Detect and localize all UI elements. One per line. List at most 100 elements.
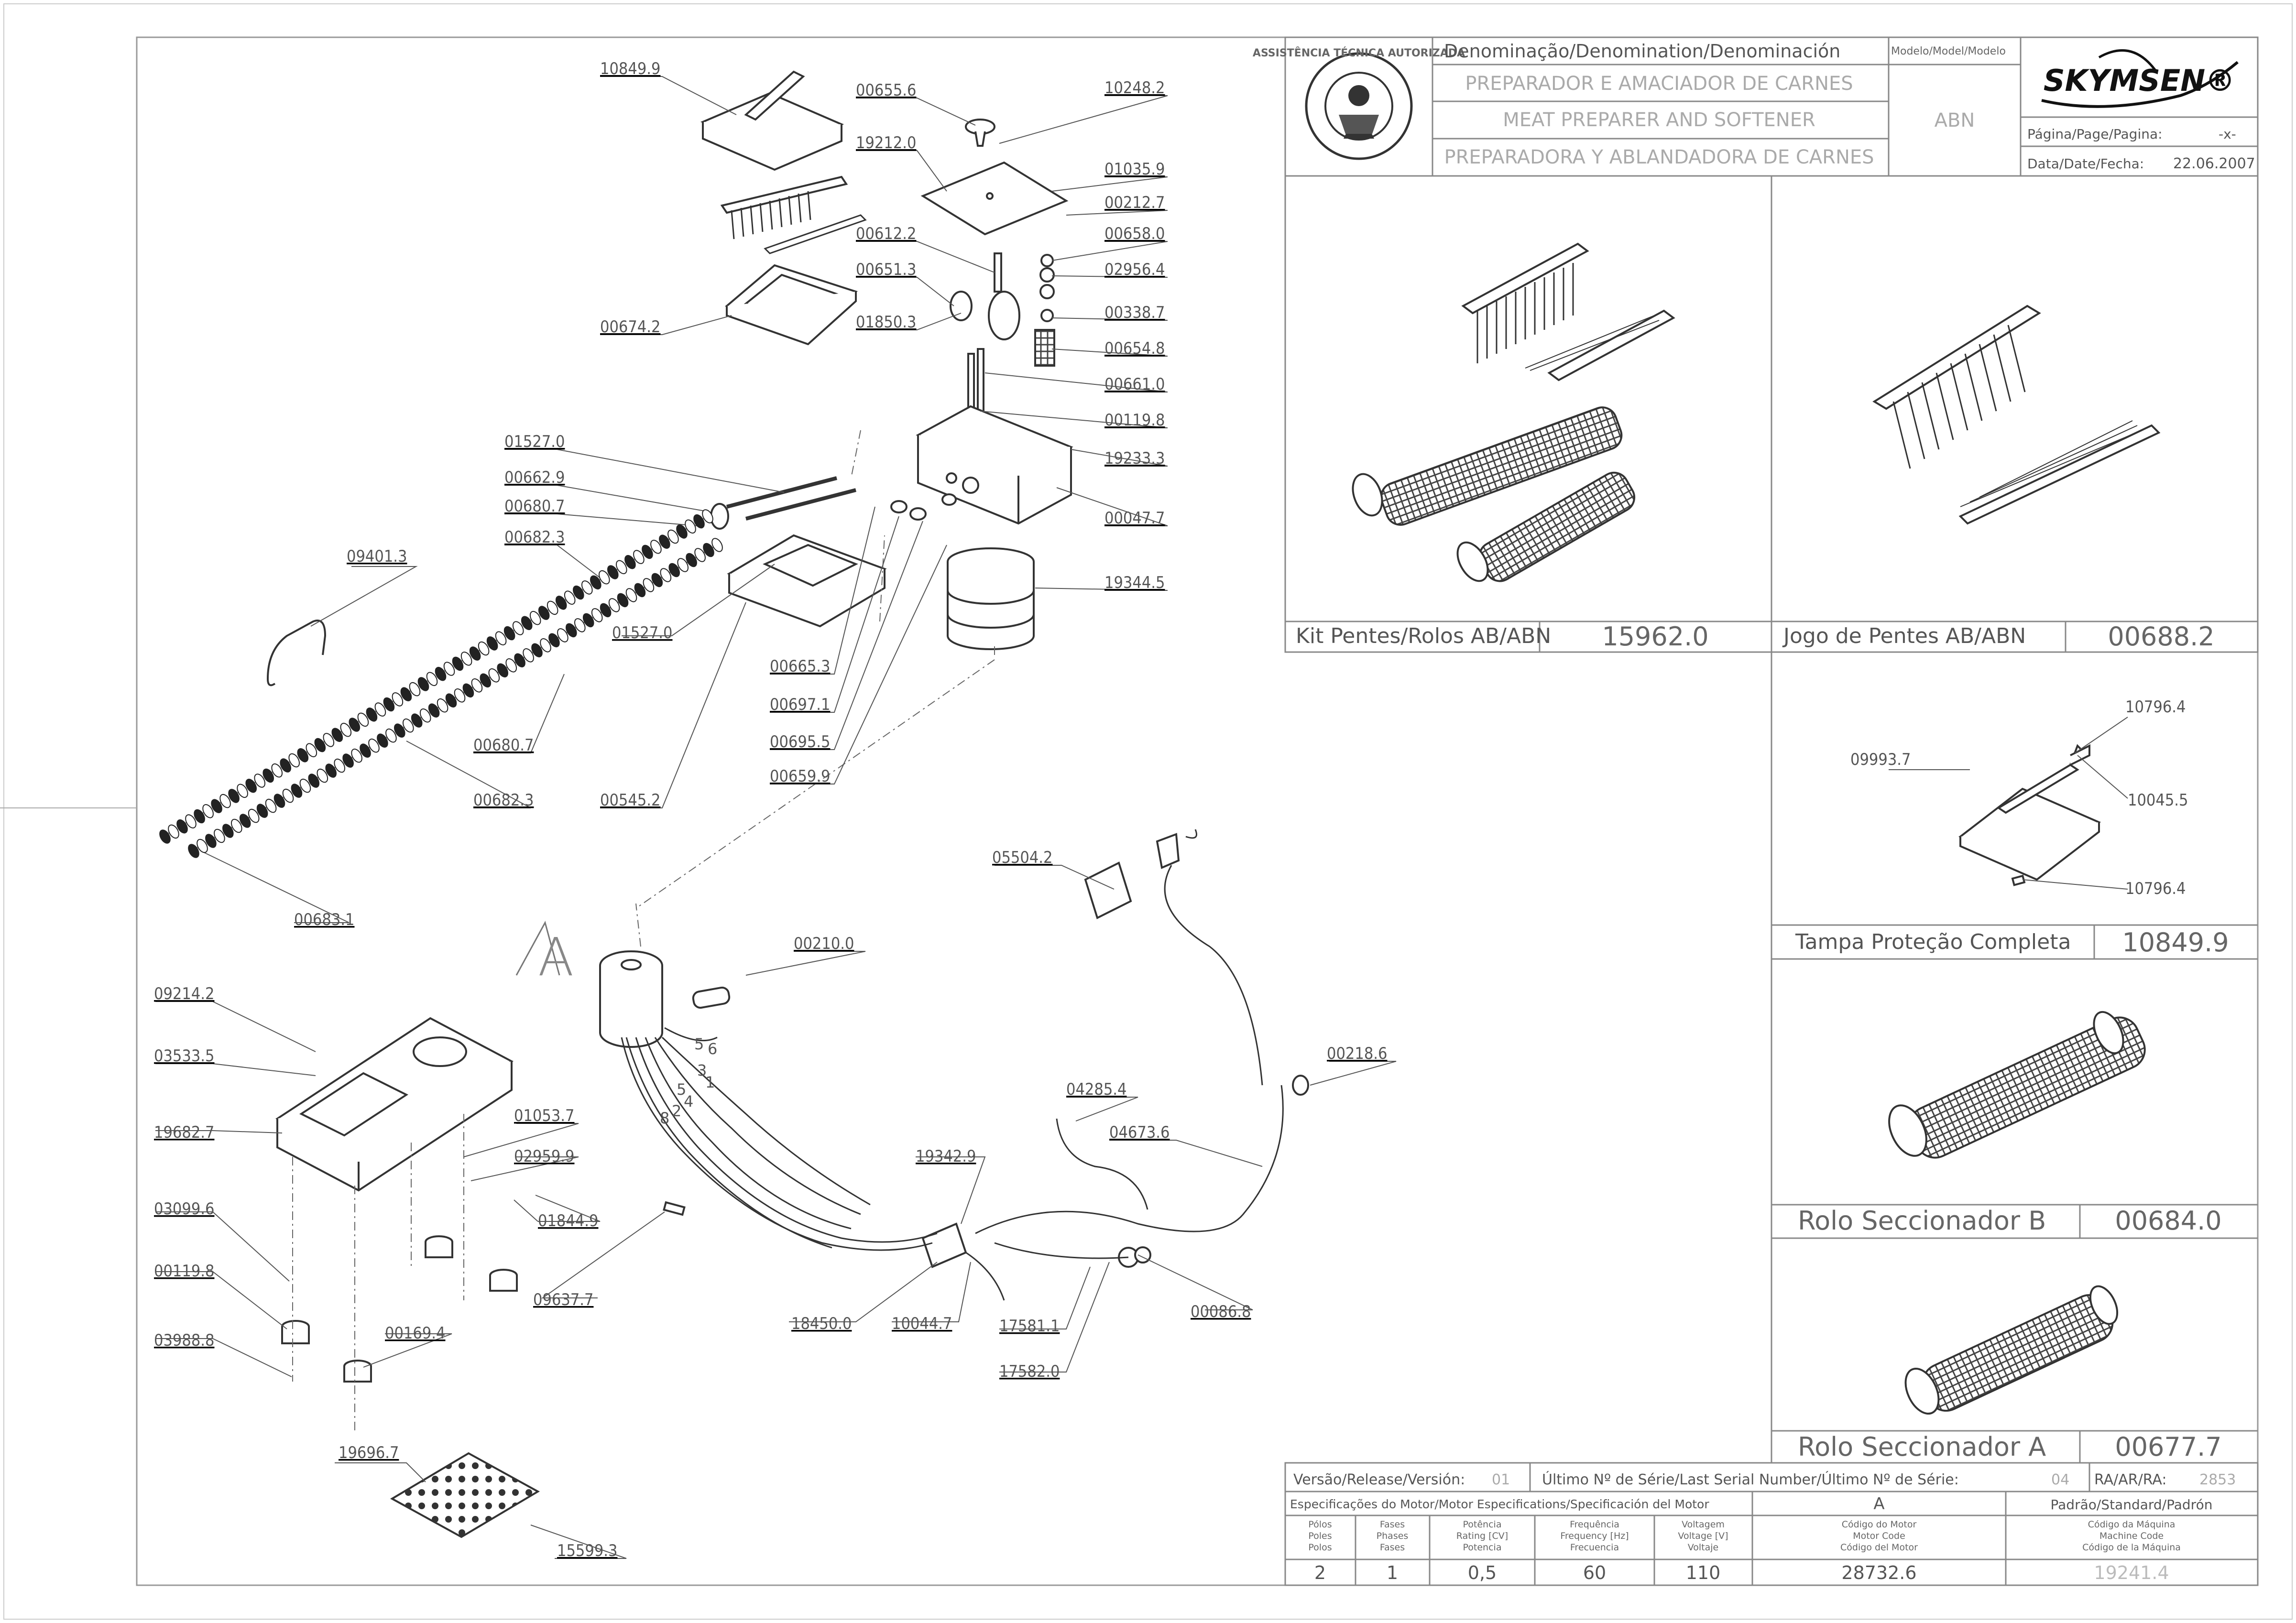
roller-disc [402, 718, 414, 733]
roller-disc [357, 712, 369, 727]
hdr-volt-es: Voltaje [1688, 1542, 1719, 1553]
callout-00047-7: 00047.7 [1104, 509, 1165, 528]
roller-disc [426, 672, 438, 686]
callout-01053-7: 01053.7 [514, 1106, 574, 1125]
roller-disc [342, 753, 354, 768]
callout-19696-7: 19696.7 [339, 1443, 399, 1462]
comb-set-drawing [1872, 305, 2161, 525]
roller-disc [211, 799, 222, 813]
page-label: Página/Page/Pagina: [2027, 126, 2163, 142]
roller-disc [676, 524, 688, 539]
roller-disc [219, 794, 231, 808]
callout-00212-7: 00212.7 [1104, 193, 1165, 212]
hdr-machinecode-pt: Código da Máquina [2088, 1519, 2176, 1530]
roller-disc [497, 663, 509, 678]
hdr-power-es: Potencia [1463, 1542, 1502, 1553]
wiring-harness [621, 829, 1284, 1301]
callout-09637-7: 09637.7 [533, 1290, 593, 1309]
roller-disc [642, 545, 653, 559]
roller-disc [383, 697, 395, 712]
motor-spec-headers: Pólos Poles Polos Fases Phases Fases Pot… [1308, 1519, 2181, 1553]
roller-disc [282, 788, 294, 803]
hdr-phases-en: Phases [1377, 1531, 1409, 1541]
hook-part [267, 620, 327, 679]
callout-cover-10796-4-top: 10796.4 [2125, 697, 2186, 717]
motor-col-a: A [1873, 1494, 1884, 1514]
roller-disc [590, 575, 601, 590]
roller-disc [271, 763, 283, 778]
motor-spec-values: 2 1 0,5 60 110 28732.6 19241.4 [1314, 1562, 2169, 1583]
roller-disc [377, 733, 388, 748]
roller-disc [188, 844, 199, 858]
roller-disc [411, 713, 423, 728]
roller-disc [228, 789, 240, 803]
hdr-freq-es: Frecuencia [1570, 1542, 1619, 1553]
callout-00086-8: 00086.8 [1191, 1302, 1251, 1321]
brand-logo: SKYMSEN® [2044, 63, 2235, 98]
roller-disc [197, 839, 208, 853]
callout-19344-5: 19344.5 [1104, 573, 1165, 592]
part-number-callouts: 10849.9 00655.6 10248.2 19212.0 01035.9 … [154, 59, 1387, 1560]
roller-disc [486, 636, 498, 651]
title-block [1284, 36, 2259, 177]
roller-disc [702, 509, 713, 523]
val-poles: 2 [1314, 1562, 1326, 1583]
callout-15599-3: 15599.3 [557, 1541, 617, 1560]
hdr-motorcode-en: Motor Code [1853, 1531, 1905, 1541]
callout-00680-7-top: 00680.7 [504, 497, 565, 516]
roller-disc [366, 708, 378, 722]
wire-number-labels: 5 6 3 1 5 4 2 8 [660, 1035, 717, 1127]
roller-disc [529, 610, 541, 625]
callout-cover-10796-4-bottom: 10796.4 [2125, 879, 2186, 898]
roller-disc [495, 631, 507, 645]
roller-disc [297, 748, 309, 762]
roller-disc [374, 702, 386, 717]
callout-00682-3-top: 00682.3 [504, 528, 565, 547]
callout-09401-3: 09401.3 [347, 547, 407, 566]
roller-disc [443, 662, 455, 676]
roller-disc [299, 778, 311, 793]
roller-disc [237, 784, 248, 798]
roller-discs [159, 509, 723, 858]
hdr-machinecode-en: Machine Code [2099, 1531, 2164, 1541]
roller-disc [625, 588, 637, 602]
callout-18450-0: 18450.0 [791, 1314, 852, 1333]
product-name-pt: PREPARADOR E AMACIADOR DE CARNES [1465, 73, 1853, 95]
capacitor-part [692, 986, 731, 1009]
callout-cover-10045-5: 10045.5 [2128, 791, 2188, 810]
callout-02959-9: 02959.9 [514, 1147, 574, 1166]
roller-disc [480, 673, 492, 688]
roller-disc [694, 548, 706, 562]
roller-disc [686, 553, 697, 567]
hdr-motorcode-pt: Código do Motor [1842, 1519, 1917, 1530]
hdr-poles-es: Polos [1308, 1542, 1332, 1553]
roller-a-drawing [1904, 1285, 2119, 1415]
roller-disc [600, 603, 612, 618]
roller-disc [608, 598, 620, 612]
roller-disc [248, 808, 260, 823]
roller-disc [512, 621, 524, 635]
panel-roller-b-label: Rolo Seccionador B [1798, 1206, 2046, 1236]
roller-disc [469, 646, 481, 661]
panel-kit-label: Kit Pentes/Rolos AB/ABN [1296, 624, 1551, 648]
callout-19682-7: 19682.7 [154, 1123, 214, 1142]
roller-disc [185, 814, 197, 828]
callout-01527-0-bottom: 01527.0 [612, 623, 672, 643]
roller-disc [514, 653, 525, 668]
roller-disc [245, 778, 257, 793]
callout-09214-2: 09214.2 [154, 984, 214, 1003]
val-machine-code: 19241.4 [2094, 1562, 2169, 1583]
roller-disc [273, 794, 285, 808]
motor-view-label: A [538, 926, 574, 988]
hdr-freq-pt: Frequência [1570, 1519, 1619, 1530]
roller-disc [564, 590, 576, 605]
roller-disc [437, 698, 448, 713]
roller-disc [660, 568, 672, 582]
hdr-motorcode-es: Código del Motor [1840, 1542, 1918, 1553]
roller-disc [703, 543, 714, 557]
roller-disc [360, 743, 371, 758]
roller-disc [230, 818, 242, 833]
hdr-phases-es: Fases [1380, 1542, 1405, 1553]
roller-disc [452, 656, 464, 671]
hdr-freq-en: Frequency [Hz] [1560, 1531, 1629, 1541]
